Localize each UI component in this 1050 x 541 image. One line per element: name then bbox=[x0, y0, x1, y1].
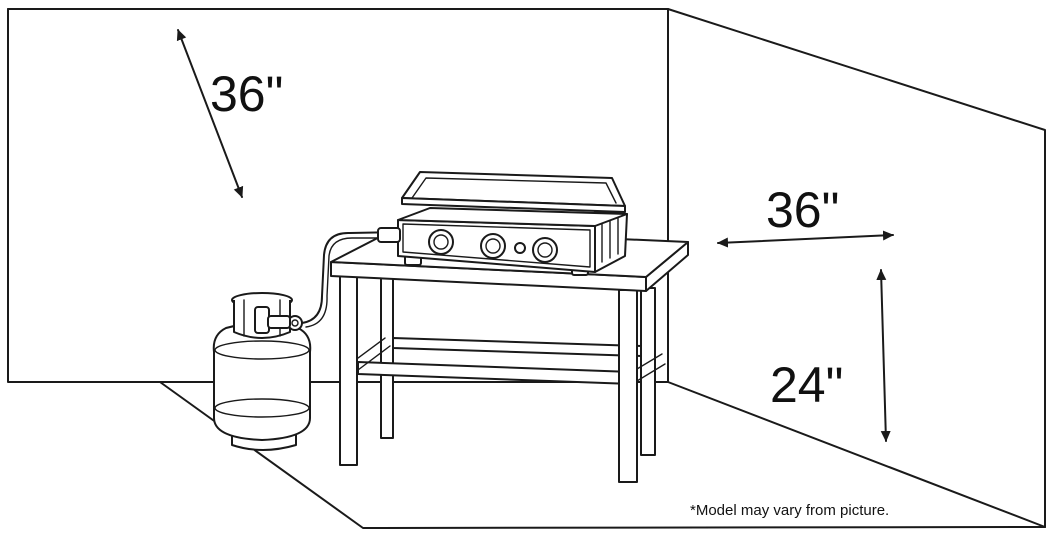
side-clearance-label: 36" bbox=[766, 182, 839, 238]
footnote: *Model may vary from picture. bbox=[690, 502, 889, 519]
overhead-arrow bbox=[176, 29, 244, 198]
overhead-clearance-label: 36" bbox=[210, 66, 283, 122]
height-arrow bbox=[876, 269, 891, 442]
gas-hose bbox=[301, 231, 399, 324]
side-arrow bbox=[717, 230, 894, 248]
griddle bbox=[377, 171, 628, 276]
table bbox=[330, 228, 689, 483]
propane-tank bbox=[212, 292, 312, 451]
height-label: 24" bbox=[770, 357, 843, 413]
